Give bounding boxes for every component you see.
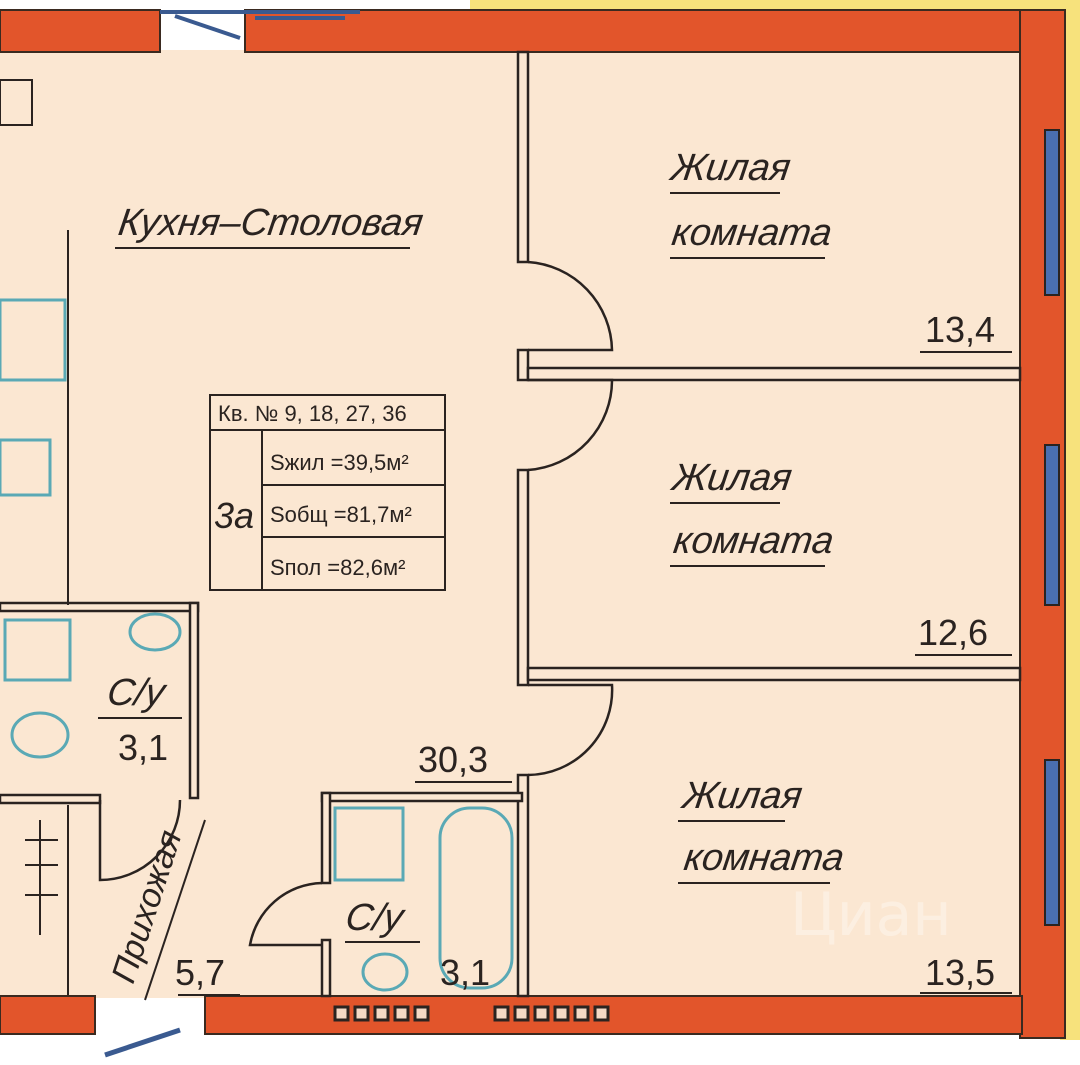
bath2-area: 3,1 [440,952,490,993]
kitchen-label: Кухня–Столовая [116,201,426,244]
bathtub-icon [438,806,514,990]
entrance-arrow-icon [104,1027,181,1058]
floor-area: Sпол =82,6м² [270,555,405,580]
kitchen-area: 30,3 [418,739,488,780]
vent-icon [413,1005,430,1022]
vent-icon [573,1005,590,1022]
living-area: Sжил =39,5м² [270,450,409,475]
stove-icon [0,298,67,382]
ventilation-grilles [333,1005,610,1022]
bedroom1-label-line1: Жилая [666,146,793,189]
washing-machine-icon [333,806,405,882]
top-window [160,10,360,40]
bedroom2-label-line2: комната [671,519,836,562]
kitchen-sink-icon [0,438,52,497]
bedroom2-label-line1: Жилая [668,456,795,499]
hallway-underline [144,819,206,1001]
sink-icon [128,612,182,652]
total-area: Sобщ =81,7м² [270,502,412,527]
kitchen-counter [0,79,69,995]
bath1-label: С/у [105,671,170,714]
bedroom1-label-line2: комната [669,211,834,254]
bath1-area: 3,1 [118,727,168,768]
interior-walls [0,50,1022,998]
underlines [98,192,1012,996]
vent-icon [373,1005,390,1022]
cabinet-icon [3,618,72,682]
bedroom2-area: 12,6 [918,612,988,653]
vent-icon [593,1005,610,1022]
vent-icon [553,1005,570,1022]
info-table [209,394,446,591]
windows [1044,129,1060,926]
fixtures [0,298,514,992]
vent-icon [493,1005,510,1022]
vent-icon [513,1005,530,1022]
apartment-type: 3а [214,495,254,536]
vent-icon [533,1005,550,1022]
bedroom3-label-line2: комната [681,836,846,879]
bedroom1-area: 13,4 [925,309,995,350]
vent-icon [333,1005,350,1022]
apartment-numbers: Кв. № 9, 18, 27, 36 [218,401,407,426]
hallway-area: 5,7 [175,952,225,993]
watermark: Циан [790,880,952,950]
vent-icon [353,1005,370,1022]
door-swings [98,260,614,947]
bedroom3-label-line1: Жилая [678,774,805,817]
toilet-icon [10,711,70,759]
bedroom3-area: 13,5 [925,952,995,993]
sink-icon [361,952,409,992]
bath2-label: С/у [343,896,408,939]
vent-icon [393,1005,410,1022]
